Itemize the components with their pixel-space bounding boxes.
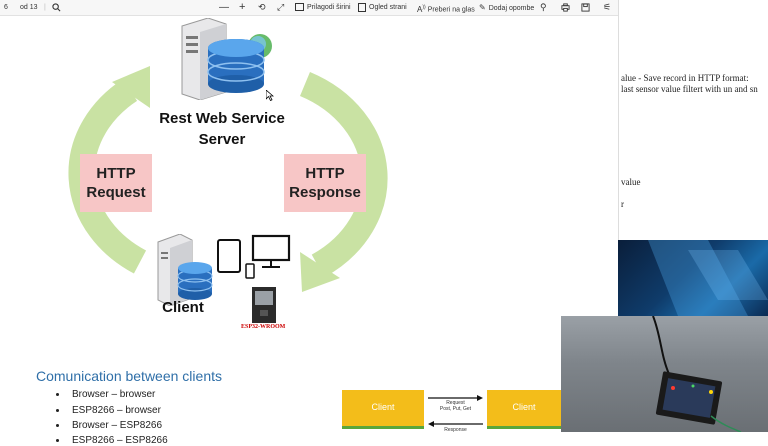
list-item: Browser – browser — [56, 389, 155, 400]
list-item: Browser – ESP8266 — [56, 420, 162, 431]
search-icon[interactable] — [52, 2, 61, 13]
page-view-button[interactable]: Ogled strani — [358, 2, 407, 13]
list-item: ESP8266 – ESP8266 — [56, 435, 168, 446]
doc-line: value — [621, 177, 641, 187]
esp32-board-icon — [252, 287, 276, 323]
zoom-in-icon[interactable]: + — [239, 1, 246, 13]
bullet-icon — [56, 408, 59, 412]
http-request-box: HTTP Request — [80, 154, 152, 212]
right-cycle-arrow — [299, 71, 388, 278]
mouse-cursor-icon — [266, 90, 274, 101]
client-database-icon — [157, 234, 213, 306]
devices-icon — [217, 234, 291, 279]
fit-width-icon — [295, 3, 304, 12]
read-aloud-button[interactable]: A))Preberi na glas — [417, 2, 475, 14]
doc-line: alue - Save record in HTTP format: — [621, 73, 749, 83]
pen-icon: ✎ — [479, 3, 486, 12]
list-title: Comunication between clients — [36, 368, 222, 384]
page-count: od 13 — [20, 4, 38, 11]
esp32-label: ESP32-WROOM — [241, 324, 286, 330]
client-label: Client — [162, 299, 204, 316]
document-pane: alue - Save record in HTTP format: last … — [618, 0, 768, 240]
fit-width-label: Prilagodi širini — [307, 4, 351, 11]
fit-width-button[interactable]: Prilagodi širini — [295, 2, 351, 13]
page-view-label: Ogled strani — [369, 4, 407, 11]
page-view-icon — [358, 2, 366, 12]
save-icon[interactable] — [581, 2, 590, 13]
response-label: Response — [444, 427, 467, 433]
bullet-icon — [56, 392, 59, 396]
windows-logo-light — [648, 240, 768, 316]
read-aloud-icon: A)) — [417, 4, 426, 14]
print-icon[interactable] — [561, 2, 570, 13]
rotate-icon[interactable]: ⟲ — [258, 2, 266, 12]
desktop-wallpaper — [618, 240, 768, 316]
http-response-box: HTTP Response — [284, 154, 366, 212]
doc-line: r — [621, 199, 624, 209]
client-box-left: Client — [342, 390, 424, 429]
page-number[interactable]: 6 — [4, 4, 8, 11]
left-arrow-head — [112, 66, 150, 108]
zoom-out-icon[interactable]: — — [219, 2, 229, 13]
server-database-icon — [181, 18, 272, 100]
add-notes-label: Dodaj opombe — [488, 5, 535, 12]
fit-page-icon[interactable]: ⤢ — [277, 2, 285, 12]
read-aloud-label: Preberi na glas — [427, 6, 475, 14]
bullet-icon — [56, 438, 59, 442]
right-arrow-head — [300, 252, 340, 292]
request-response-arrows — [428, 395, 483, 427]
pdf-toolbar: 6 od 13 | — + ⟲ ⤢ Prilagodi širini Ogled… — [0, 0, 618, 16]
bullet-icon — [56, 423, 59, 427]
toolbar-divider: | — [44, 4, 46, 11]
slide-canvas: Rest Web Service Server HTTP Request HTT… — [0, 16, 618, 446]
webcam-video — [652, 316, 742, 432]
server-label: Rest Web Service Server — [159, 110, 285, 148]
list-item: ESP8266 – browser — [56, 405, 161, 416]
client-box-right: Client — [487, 390, 561, 429]
highlight-icon[interactable]: ⚲ — [540, 2, 547, 12]
doc-line: last sensor value filtert with un and sn — [621, 84, 758, 94]
add-notes-button[interactable]: ✎Dodaj opombe — [479, 2, 534, 13]
pin-icon[interactable]: ⚟ — [603, 2, 612, 12]
webcam-overlay — [561, 316, 768, 432]
